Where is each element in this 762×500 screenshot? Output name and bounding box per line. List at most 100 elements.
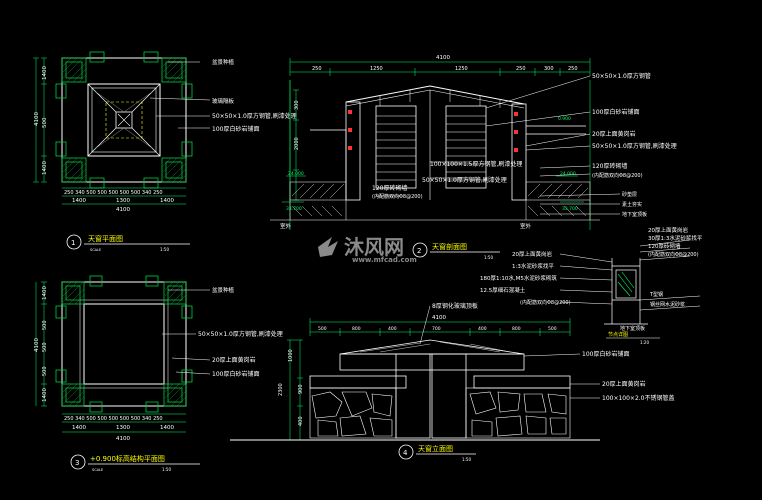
svg-text:500: 500	[318, 326, 327, 332]
svg-text:0.900: 0.900	[558, 116, 571, 122]
svg-text:1400: 1400	[42, 388, 48, 402]
svg-text:250 340 500 500 500 500 500 34: 250 340 500 500 500 500 500 340 250	[64, 190, 163, 196]
svg-text:盆景种植: 盆景种植	[212, 286, 235, 294]
svg-text:1:50: 1:50	[160, 247, 169, 252]
svg-text:500: 500	[42, 342, 48, 352]
svg-text:1250: 1250	[455, 66, 468, 72]
svg-text:2300: 2300	[278, 383, 284, 396]
svg-text:50×50×1.0厚方钢管,刷漆处理: 50×50×1.0厚方钢管,刷漆处理	[592, 142, 677, 150]
plan-1-note: 玻璃隔板	[212, 97, 235, 105]
plan-1-note: 50×50×1.0厚方钢管,刷漆处理	[212, 112, 297, 120]
svg-text:砂垫层: 砂垫层	[622, 191, 637, 198]
svg-text:1400: 1400	[72, 198, 86, 204]
svg-text:1400: 1400	[160, 425, 174, 431]
watermark-logo-icon	[318, 237, 338, 257]
elevation-4-drawing: 4100 500 800 400 700 400 800 500 1000 900 4…	[230, 302, 675, 462]
svg-text:500: 500	[548, 326, 557, 332]
svg-text:1:50: 1:50	[462, 457, 471, 462]
svg-text:节点详图: 节点详图	[608, 331, 628, 338]
watermark: 沐风网 www.mfcad.com	[318, 235, 417, 264]
svg-text:1400: 1400	[42, 161, 48, 175]
svg-text:24.000: 24.000	[288, 171, 304, 177]
svg-text:钢丝网水泥砂浆: 钢丝网水泥砂浆	[650, 301, 685, 308]
svg-text:8厚钢化玻璃顶板: 8厚钢化玻璃顶板	[432, 302, 478, 310]
svg-text:100厚白砂岩铺面: 100厚白砂岩铺面	[592, 108, 639, 116]
svg-text:900: 900	[298, 384, 304, 394]
svg-text:2: 2	[417, 247, 421, 255]
plan-1-number-circle	[66, 234, 82, 250]
svg-text:(内配筋双向Φ8@200): (内配筋双向Φ8@200)	[648, 251, 699, 258]
svg-text:12.5厚细石混凝土: 12.5厚细石混凝土	[480, 286, 526, 294]
svg-text:室外: 室外	[280, 222, 292, 230]
detail-5-drawing: 20厚上面黄岗岩 1:3水泥砂浆找平 180厚1:10水,M5水泥砂浆砌筑 12…	[480, 226, 703, 345]
svg-text:SCALE: SCALE	[92, 468, 103, 472]
svg-text:33.700: 33.700	[286, 206, 302, 212]
plan-1-note: 盆景种植	[212, 58, 235, 66]
svg-text:室外: 室外	[520, 222, 532, 230]
svg-text:1400: 1400	[160, 198, 174, 204]
svg-text:24.000: 24.000	[560, 171, 576, 177]
svg-text:20厚上面黄岗岩: 20厚上面黄岗岩	[592, 130, 636, 138]
svg-text:4100: 4100	[432, 315, 446, 321]
svg-text:地下室顶板: 地下室顶板	[622, 211, 647, 218]
svg-text:T型钢: T型钢	[649, 291, 663, 298]
svg-text:100厚白砂岩铺面: 100厚白砂岩铺面	[582, 350, 629, 358]
watermark-url: www.mfcad.com	[352, 256, 417, 264]
svg-text:300: 300	[544, 66, 554, 72]
svg-text:1400: 1400	[42, 286, 48, 300]
svg-text:(内配筋双向Φ8@200): (内配筋双向Φ8@200)	[520, 299, 571, 306]
plan-1-drawing: 1400 500 1400 4100 250 340 500 500 500 5…	[33, 51, 297, 252]
svg-text:500: 500	[42, 117, 48, 128]
svg-text:120厚砖砌墙: 120厚砖砌墙	[648, 242, 681, 250]
plan-1-note: 100厚白砂岩铺面	[212, 125, 259, 133]
elevation-4-title: 天窗立面图	[418, 444, 453, 453]
svg-text:地下室顶板: 地下室顶板	[620, 325, 645, 332]
svg-text:50×50×1.0厚方钢管: 50×50×1.0厚方钢管	[592, 72, 651, 80]
plan-1-number: 1	[71, 239, 75, 247]
svg-text:800: 800	[512, 326, 521, 332]
svg-text:500: 500	[42, 366, 48, 376]
svg-text:120厚砖砌墙: 120厚砖砌墙	[592, 162, 627, 170]
svg-text:400: 400	[388, 326, 397, 332]
svg-text:700: 700	[432, 326, 441, 332]
svg-text:素土夯实: 素土夯实	[622, 201, 642, 208]
svg-text:250 340 500 500 500 500 500 34: 250 340 500 500 500 500 500 340 250	[64, 416, 163, 422]
svg-text:100×100×2.0不锈钢管盖: 100×100×2.0不锈钢管盖	[602, 394, 675, 402]
plan-3-drawing: 1400 500 500 500 1400 4100 250 340 500 5…	[34, 275, 283, 472]
svg-text:400: 400	[298, 416, 304, 426]
section-2-title: 天窗剖面图	[432, 242, 467, 251]
svg-text:20厚上面黄岗岩: 20厚上面黄岗岩	[212, 356, 256, 364]
svg-text:4100: 4100	[34, 112, 40, 126]
svg-text:50×50×1.0厚方钢管,刷漆处理: 50×50×1.0厚方钢管,刷漆处理	[198, 330, 283, 338]
svg-text:4100: 4100	[116, 207, 130, 213]
svg-text:50×50×1.0厚方钢管,刷漆处理: 50×50×1.0厚方钢管,刷漆处理	[422, 176, 507, 184]
svg-text:33.700: 33.700	[562, 206, 578, 212]
svg-text:1300: 1300	[116, 425, 130, 431]
svg-text:1:20: 1:20	[640, 340, 649, 345]
svg-text:SCALE: SCALE	[90, 248, 101, 252]
svg-text:1000: 1000	[288, 349, 294, 362]
svg-text:250: 250	[312, 66, 322, 72]
svg-text:500: 500	[42, 320, 48, 330]
svg-text:400: 400	[478, 326, 487, 332]
svg-text:30厚1:3水泥砂浆找平: 30厚1:3水泥砂浆找平	[648, 234, 703, 242]
svg-text:300: 300	[294, 100, 300, 110]
svg-text:180厚1:10水,M5水泥砂浆砌筑: 180厚1:10水,M5水泥砂浆砌筑	[480, 274, 557, 282]
svg-text:(内配筋双向Φ8@200): (内配筋双向Φ8@200)	[592, 172, 643, 179]
svg-text:1:3水泥砂浆找平: 1:3水泥砂浆找平	[512, 262, 554, 270]
svg-text:1300: 1300	[116, 198, 130, 204]
svg-text:4100: 4100	[116, 436, 130, 442]
svg-text:250: 250	[568, 66, 578, 72]
plan-3-title: +0.900标高结构平面图	[90, 454, 165, 463]
svg-text:4: 4	[403, 449, 408, 457]
svg-text:(内配筋双向Φ8@200): (内配筋双向Φ8@200)	[372, 193, 423, 200]
svg-text:120厚砖砌墙: 120厚砖砌墙	[372, 184, 407, 192]
svg-text:1400: 1400	[42, 66, 48, 80]
svg-text:20厚上面黄岗岩: 20厚上面黄岗岩	[512, 250, 552, 258]
svg-text:3: 3	[75, 459, 79, 467]
svg-text:800: 800	[352, 326, 361, 332]
svg-text:1:50: 1:50	[162, 467, 171, 472]
svg-text:100×100×1.5厚方钢管,刷漆处理: 100×100×1.5厚方钢管,刷漆处理	[430, 160, 522, 168]
